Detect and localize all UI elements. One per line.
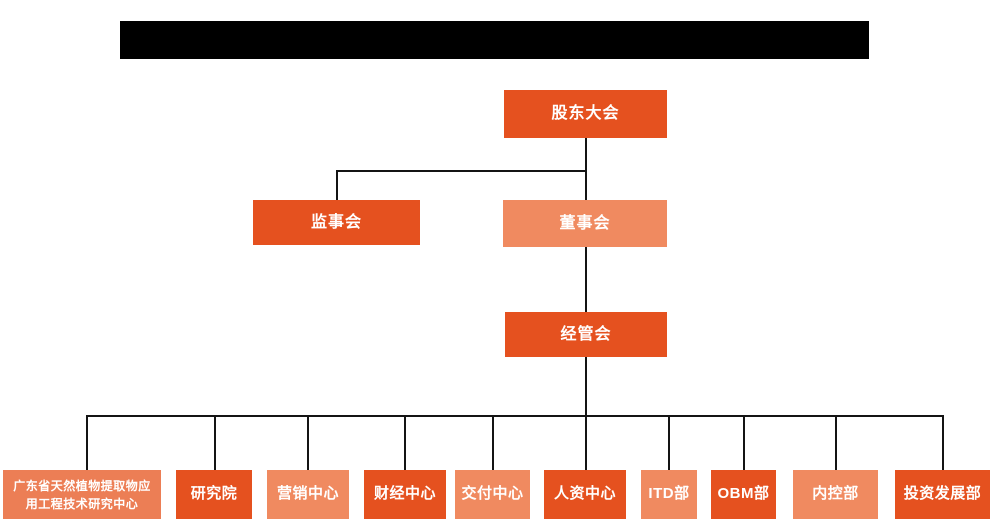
org-node-investment-development-department: 投资发展部: [895, 470, 990, 519]
connector-line: [835, 415, 837, 470]
org-node-marketing-center: 营销中心: [267, 470, 349, 519]
org-node-itd-department: ITD部: [641, 470, 697, 519]
org-node-obm-department: OBM部: [711, 470, 776, 519]
org-node-internal-control-department: 内控部: [793, 470, 878, 519]
connector-line: [585, 138, 587, 200]
org-node-delivery-center: 交付中心: [455, 470, 530, 519]
connector-line: [668, 415, 670, 470]
connector-line: [404, 415, 406, 470]
connector-line: [336, 170, 338, 200]
connector-line: [86, 415, 88, 470]
connector-line: [585, 247, 587, 312]
org-node-guangdong-plant-extract-research-center: 广东省天然植物提取物应用工程技术研究中心: [3, 470, 161, 519]
connector-line: [585, 415, 587, 470]
redacted-title-bar: [120, 21, 869, 59]
connector-line: [585, 357, 587, 415]
connector-line: [743, 415, 745, 470]
connector-line: [336, 170, 587, 172]
connector-line: [307, 415, 309, 470]
connector-line: [942, 415, 944, 470]
org-node-shareholders-meeting: 股东大会: [504, 90, 667, 138]
connector-line: [492, 415, 494, 470]
org-node-finance-center: 财经中心: [364, 470, 446, 519]
org-node-supervisory-board: 监事会: [253, 200, 420, 245]
connector-line: [86, 415, 944, 417]
org-node-management-committee: 经管会: [505, 312, 667, 357]
org-node-hr-center: 人资中心: [544, 470, 626, 519]
org-node-board-of-directors: 董事会: [503, 200, 667, 247]
org-node-research-institute: 研究院: [176, 470, 252, 519]
connector-line: [214, 415, 216, 470]
